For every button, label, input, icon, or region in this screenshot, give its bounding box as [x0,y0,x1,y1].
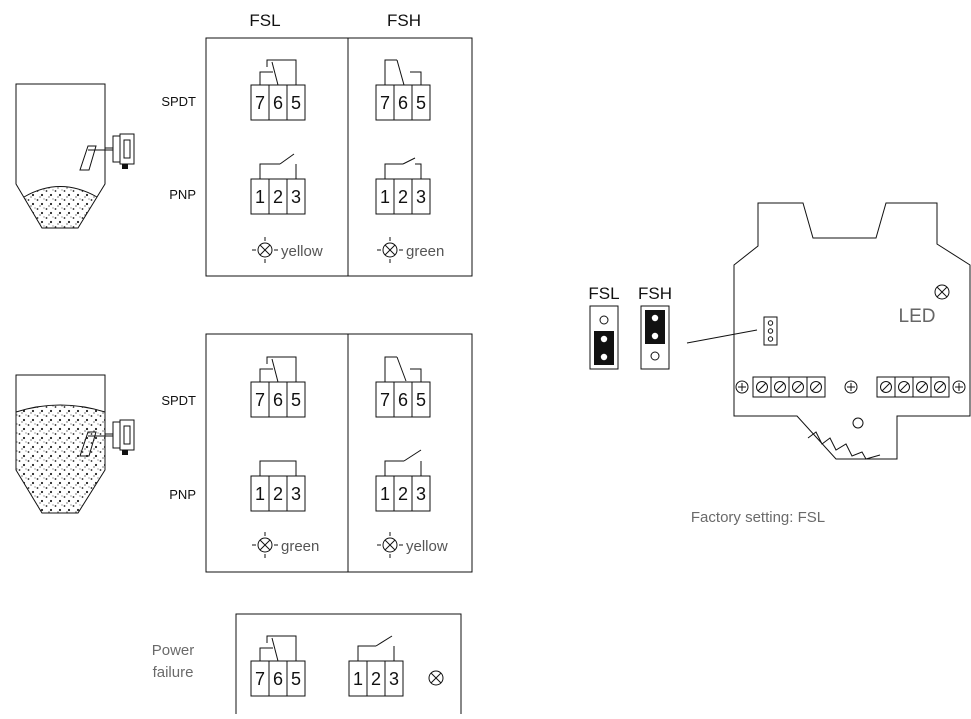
lamp-off-icon [428,670,444,686]
terminal-strip-left-icon [752,376,826,398]
terminal-block-pnp: 1 2 3 [375,449,431,512]
svg-text:7: 7 [255,93,265,113]
jumper-label-fsh: FSH [638,284,672,303]
terminal-block-pnp: 1 2 3 [250,460,306,512]
svg-text:5: 5 [416,93,426,113]
svg-text:5: 5 [291,669,301,689]
row-label-pnp: PNP [169,487,196,502]
terminal-block-pnp: 1 2 3 [375,157,431,215]
row-label-spdt: SPDT [161,94,196,109]
svg-text:1: 1 [353,669,363,689]
silo-empty-icon [15,83,135,229]
svg-text:1: 1 [380,484,390,504]
svg-text:1: 1 [380,187,390,207]
terminal-block-spdt: 7 6 5 [250,356,306,418]
svg-text:3: 3 [291,484,301,504]
svg-text:5: 5 [291,390,301,410]
silo-full-icon [15,374,135,514]
svg-text:7: 7 [255,669,265,689]
svg-text:2: 2 [273,187,283,207]
svg-text:6: 6 [398,93,408,113]
ground-screw-icon [952,380,966,394]
ground-screw-icon [735,380,749,394]
svg-text:2: 2 [398,484,408,504]
terminal-block-spdt: 7 6 5 [250,59,306,121]
column-header-fsh: FSH [387,11,421,30]
jumper-fsh-icon [640,305,670,370]
svg-text:2: 2 [398,187,408,207]
factory-setting-note: Factory setting: FSL [691,509,825,526]
svg-text:1: 1 [255,484,265,504]
svg-text:3: 3 [416,484,426,504]
terminal-block-spdt: 7 6 5 [375,59,431,121]
indicator-lamp-icon [377,237,403,263]
power-failure-label-line1: Power [152,642,195,659]
svg-text:6: 6 [273,93,283,113]
svg-text:6: 6 [273,390,283,410]
svg-text:7: 7 [380,93,390,113]
row-label-pnp: PNP [169,187,196,202]
indicator-lamp-icon [377,532,403,558]
jumper-fsl-icon [589,305,619,370]
svg-text:3: 3 [416,187,426,207]
svg-text:2: 2 [371,669,381,689]
lamp-label: yellow [406,538,448,555]
led-icon [934,284,950,300]
terminal-block-spdt: 7 6 5 [250,635,306,697]
svg-text:6: 6 [273,669,283,689]
panel-empty-silo [205,37,473,277]
lamp-label: green [281,538,319,555]
svg-text:7: 7 [255,390,265,410]
ground-screw-icon [844,380,858,394]
svg-text:7: 7 [380,390,390,410]
lamp-label: green [406,243,444,260]
svg-text:5: 5 [291,93,301,113]
jumper-label-fsl: FSL [588,284,619,303]
svg-text:2: 2 [273,484,283,504]
svg-text:3: 3 [389,669,399,689]
svg-text:3: 3 [291,187,301,207]
lamp-label: yellow [281,243,323,260]
indicator-lamp-icon [252,237,278,263]
svg-text:5: 5 [416,390,426,410]
power-failure-label-line2: failure [153,664,194,681]
led-label: LED [899,306,936,327]
indicator-lamp-icon [252,532,278,558]
electronics-board [733,202,971,460]
panel-power-failure [235,613,462,714]
panel-full-silo [205,333,473,573]
terminal-block-spdt: 7 6 5 [375,356,431,418]
terminal-block-pnp: 1 2 3 [348,635,404,697]
svg-text:1: 1 [255,187,265,207]
terminal-strip-right-icon [876,376,950,398]
row-label-spdt: SPDT [161,393,196,408]
svg-text:6: 6 [398,390,408,410]
column-header-fsl: FSL [249,11,280,30]
terminal-block-pnp: 1 2 3 [250,153,306,215]
